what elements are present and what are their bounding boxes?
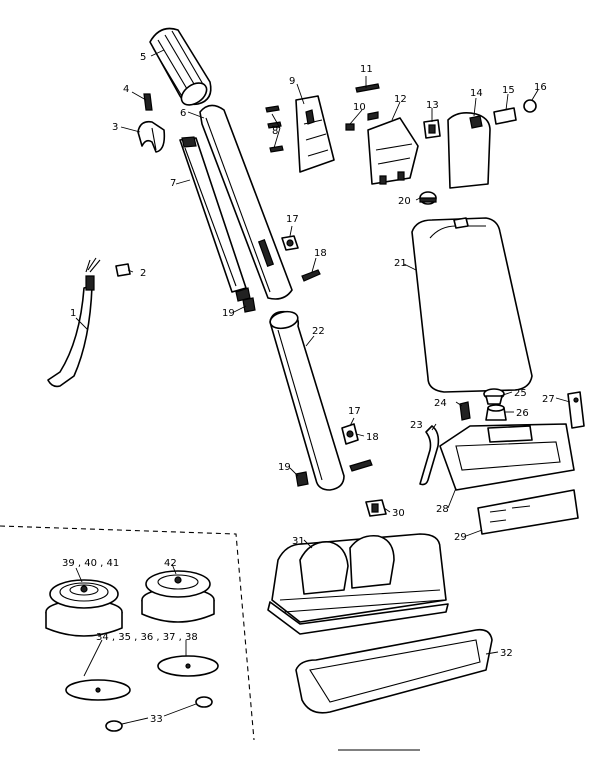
tray-32 [295, 628, 493, 714]
switch-housing [367, 117, 419, 185]
label-10: 10 [353, 102, 366, 113]
label-16: 16 [534, 82, 547, 93]
label-30: 30 [392, 508, 405, 519]
label-plate [477, 489, 579, 535]
label-2: 2 [140, 268, 146, 279]
label-42: 42 [164, 558, 177, 569]
washers-33 [105, 696, 213, 732]
motor-housing [411, 217, 533, 393]
label-5: 5 [140, 52, 146, 63]
cap-20 [419, 191, 437, 205]
label-26: 26 [516, 408, 529, 419]
brush-left [45, 579, 123, 637]
top-cover [447, 112, 491, 189]
screw-4 [143, 93, 153, 111]
hose-23 [419, 425, 440, 486]
bolt-18-lower [349, 459, 373, 472]
label-17-lower: 17 [348, 406, 361, 417]
body-base [267, 533, 449, 635]
base-tank [439, 423, 575, 491]
cord-clip [137, 120, 166, 153]
label-27: 27 [542, 394, 555, 405]
label-11: 11 [360, 64, 373, 75]
label-23: 23 [410, 420, 423, 431]
label-31: 31 [292, 536, 305, 547]
label-12: 12 [394, 94, 407, 105]
label-8: 8 [272, 126, 278, 137]
nozzle-25 [483, 388, 505, 405]
label-32: 32 [500, 648, 513, 659]
latch-27 [567, 391, 585, 429]
lens-15 [493, 107, 517, 125]
label-28: 28 [436, 504, 449, 515]
label-22: 22 [312, 326, 325, 337]
label-9: 9 [289, 76, 295, 87]
part-number-labels: 5 4 3 6 7 9 8 11 10 12 13 14 15 16 17 18… [62, 52, 555, 725]
handle-grip [149, 27, 212, 106]
coupling-26 [485, 404, 507, 421]
label-3: 3 [112, 122, 118, 133]
handle-cover [199, 104, 293, 300]
label-19-lower: 19 [278, 462, 291, 473]
brush-right [141, 570, 215, 623]
label-25: 25 [514, 388, 527, 399]
lower-handle-tube [269, 310, 345, 491]
label-21: 21 [394, 258, 407, 269]
cord-plug-2 [115, 263, 131, 277]
label-13: 13 [426, 100, 439, 111]
label-24: 24 [434, 398, 447, 409]
pad-left [65, 679, 131, 701]
label-39-40-41: 39 , 40 , 41 [62, 558, 119, 569]
label-6: 6 [180, 108, 186, 119]
knob-16 [523, 99, 537, 113]
label-19-upper: 19 [222, 308, 235, 319]
nut-17-upper [281, 235, 299, 251]
switch-13 [423, 119, 441, 139]
part-30 [365, 499, 387, 517]
label-7: 7 [170, 178, 176, 189]
label-1: 1 [70, 308, 76, 319]
label-34-38: 34 , 35 , 36 , 37 , 38 [96, 632, 198, 643]
screw-19-lower [295, 471, 309, 487]
bolt-18-upper [301, 269, 321, 282]
label-18-upper: 18 [314, 248, 327, 259]
screw-19-upper [242, 297, 256, 313]
nut-17-lower [341, 423, 359, 445]
bracket-9 [295, 95, 335, 173]
label-33: 33 [150, 714, 163, 725]
rod-11 [355, 83, 380, 93]
label-20: 20 [398, 196, 411, 207]
power-cord [47, 257, 101, 388]
screw-24 [459, 401, 471, 421]
leader-lines [75, 49, 571, 725]
label-17-upper: 17 [286, 214, 299, 225]
label-29: 29 [454, 532, 467, 543]
label-15: 15 [502, 85, 515, 96]
label-14: 14 [470, 88, 483, 99]
label-4: 4 [123, 84, 129, 95]
pad-right [157, 655, 219, 677]
upper-handle-tube [179, 136, 251, 302]
label-18-lower: 18 [366, 432, 379, 443]
screws-10 [345, 111, 379, 131]
